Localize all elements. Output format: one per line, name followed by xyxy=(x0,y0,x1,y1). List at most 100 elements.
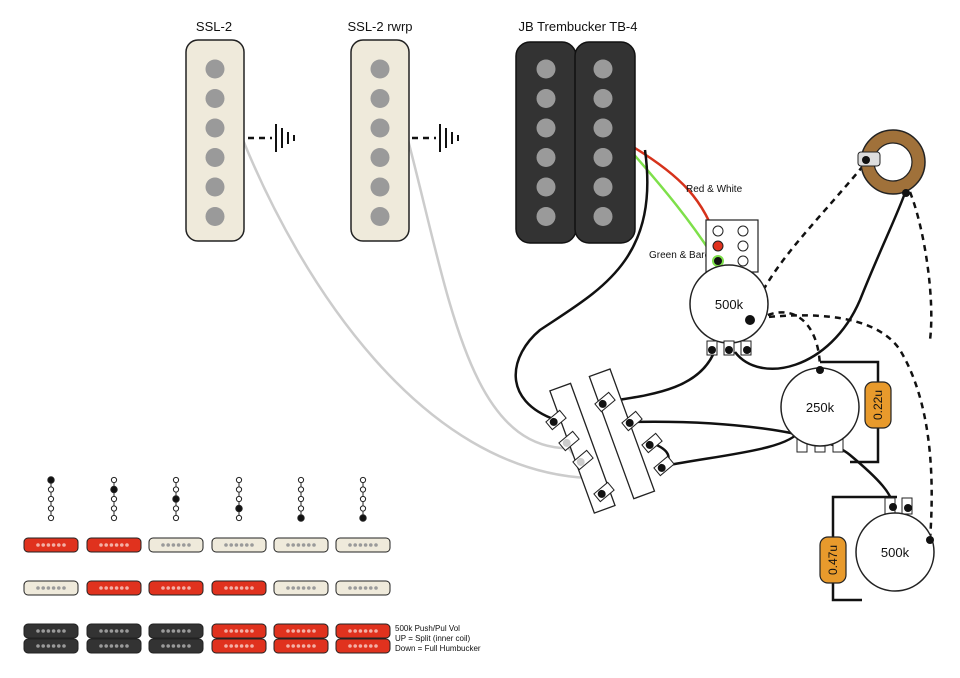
coil-pole xyxy=(120,644,124,648)
coil-pole xyxy=(239,586,244,590)
coil-pole xyxy=(161,543,165,547)
coil-pole xyxy=(99,586,103,590)
coil-pole xyxy=(286,629,290,633)
position-dot xyxy=(172,505,180,512)
coil-pole xyxy=(348,543,352,547)
position-dot xyxy=(110,514,118,522)
coil-pole xyxy=(358,543,363,547)
pole-piece xyxy=(205,148,225,167)
coil-pole xyxy=(224,644,228,648)
switch-position-chart xyxy=(23,476,391,654)
position-dot xyxy=(359,486,367,493)
coil-pole xyxy=(374,629,378,633)
tone-pot-label: 250k xyxy=(806,400,835,415)
coil-pole xyxy=(57,543,61,547)
coil-icon xyxy=(335,638,391,654)
coil-pole xyxy=(114,543,119,547)
coil-pole xyxy=(41,629,45,633)
switch-to-pot-wire xyxy=(604,349,717,404)
coil-icon xyxy=(148,537,204,553)
position-dot xyxy=(172,486,180,493)
coil-pole xyxy=(176,629,181,633)
coil-pole xyxy=(369,644,373,648)
coil-pole xyxy=(296,586,301,590)
coil-pole xyxy=(369,543,373,547)
pole-piece xyxy=(370,148,390,167)
pole-piece xyxy=(205,89,225,108)
coil-pole xyxy=(312,543,316,547)
legend-line-1: 500k Push/Pul Vol xyxy=(395,624,460,633)
position-dot xyxy=(235,476,243,484)
green-lug xyxy=(712,255,724,267)
coil-icon xyxy=(273,623,329,639)
coil-pole xyxy=(171,629,176,633)
pole-piece xyxy=(536,148,556,167)
pole-piece xyxy=(593,177,613,197)
position-dot xyxy=(235,504,243,513)
position-dot xyxy=(110,495,118,503)
position-dot xyxy=(47,514,55,522)
coil-pole xyxy=(161,629,165,633)
coil-pole xyxy=(348,586,352,590)
humbucker-pole-pieces xyxy=(536,59,613,226)
coil-pole xyxy=(187,586,191,590)
coil-icon xyxy=(335,623,391,639)
coil-pole xyxy=(182,629,186,633)
coil-pole xyxy=(176,586,181,590)
coil-pole xyxy=(46,644,51,648)
coil-pole xyxy=(301,586,306,590)
ground-wires xyxy=(248,136,933,541)
coil-pole xyxy=(312,629,316,633)
neck-pickup-label: SSL-2 xyxy=(196,19,232,34)
pole-piece xyxy=(205,177,225,197)
coil-pole xyxy=(286,586,290,590)
coil-icon xyxy=(335,537,391,553)
switch-lug xyxy=(594,391,616,413)
middle-pole-pieces xyxy=(370,59,390,226)
position-dot xyxy=(235,514,243,522)
coil-pole xyxy=(291,629,296,633)
coil-pole xyxy=(57,644,61,648)
coil-pole xyxy=(171,586,176,590)
coil-pole xyxy=(182,543,186,547)
switch-lug xyxy=(558,430,580,452)
output-jack xyxy=(857,129,926,197)
pole-piece xyxy=(205,118,225,138)
coil-pole xyxy=(176,543,181,547)
coil-pole xyxy=(245,644,249,648)
switch-lug xyxy=(653,455,675,477)
coil-pole xyxy=(358,629,363,633)
coil-pole xyxy=(182,644,186,648)
coil-pole xyxy=(296,629,301,633)
coil-pole xyxy=(374,644,378,648)
coil-pole xyxy=(358,586,363,590)
coil-pole xyxy=(109,586,114,590)
coil-pole xyxy=(62,629,66,633)
coil-pole xyxy=(229,644,233,648)
coil-pole xyxy=(358,644,363,648)
coil-pole xyxy=(312,586,316,590)
coil-pole xyxy=(120,543,124,547)
red-white-label: Red & White xyxy=(686,184,743,195)
pole-piece xyxy=(536,177,556,197)
coil-pole xyxy=(307,629,311,633)
ground-symbol-middle xyxy=(439,124,459,152)
push-pull-pot-label: 500k xyxy=(715,297,744,312)
coil-pole xyxy=(224,629,228,633)
position-dot xyxy=(47,505,55,512)
pole-piece xyxy=(205,207,225,226)
position-dot xyxy=(172,514,180,522)
coil-pole xyxy=(114,586,119,590)
position-dot xyxy=(297,476,305,484)
switch-lug xyxy=(593,481,615,503)
pole-piece xyxy=(536,59,556,79)
coil-pole xyxy=(187,644,191,648)
coil-pole xyxy=(171,543,176,547)
red-white-wire xyxy=(629,143,720,246)
pole-piece xyxy=(593,148,613,167)
coil-pole xyxy=(239,644,244,648)
position-dot xyxy=(47,476,55,484)
neck-hot-wire xyxy=(241,139,589,480)
coil-pole xyxy=(250,586,254,590)
pole-piece xyxy=(536,118,556,138)
